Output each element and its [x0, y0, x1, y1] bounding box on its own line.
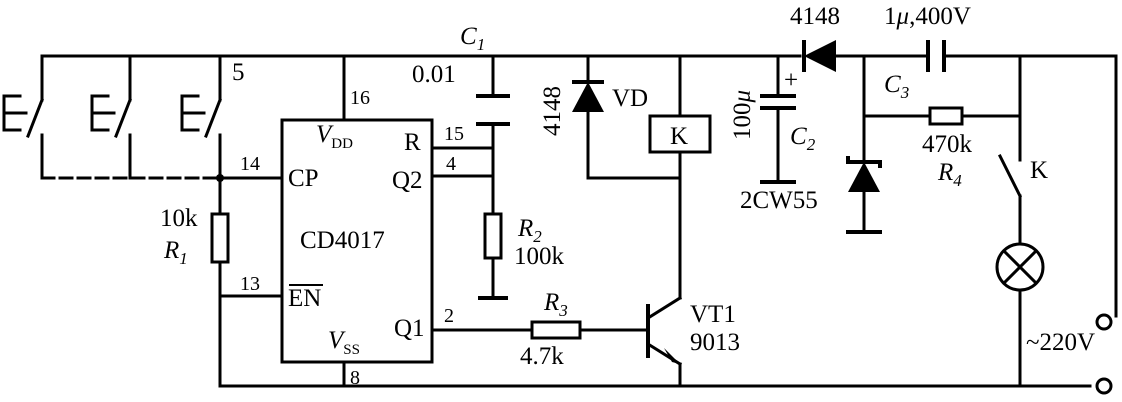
- ic-en: EN: [288, 285, 321, 312]
- resistor-r1: [210, 212, 230, 264]
- junction-dot: [216, 174, 224, 182]
- pin-4: 4: [446, 153, 456, 175]
- c2-value: 100μ: [729, 90, 756, 140]
- pin-15: 15: [444, 123, 464, 145]
- resistor-r4: [928, 106, 964, 126]
- relay-coil-k: [648, 114, 712, 154]
- c1-value: 0.01: [412, 61, 456, 88]
- pin-16: 16: [350, 87, 370, 109]
- diode-vd: [572, 80, 604, 120]
- ic-vdd: VDD: [316, 121, 353, 152]
- push-switch-1: [2, 94, 44, 138]
- push-switch-3: [180, 94, 222, 138]
- ic-cd4017: [280, 118, 434, 364]
- ic-q1: Q1: [394, 315, 425, 342]
- vt1-part: 9013: [690, 329, 740, 356]
- r2-label: R2: [517, 215, 542, 246]
- ic-cp: CP: [288, 165, 319, 192]
- lamp-icon: [995, 242, 1045, 292]
- pin-2: 2: [444, 305, 454, 327]
- push-switch-2: [90, 94, 132, 138]
- c3-value: 1μ,400V: [884, 3, 971, 30]
- r2-value: 100k: [514, 243, 565, 270]
- r1-label: R1: [163, 237, 188, 268]
- switch-label: 5: [232, 59, 245, 86]
- ic-name: CD4017: [300, 227, 385, 254]
- ac-terminal-top: [1095, 313, 1113, 331]
- c1-label: C1: [460, 23, 485, 54]
- pin-14: 14: [240, 153, 260, 175]
- contact-label: K: [1030, 157, 1048, 184]
- vd-label: VD: [612, 85, 648, 112]
- vt1-label: VT1: [690, 301, 736, 328]
- r4-label: R4: [937, 159, 962, 190]
- r1-value: 10k: [160, 205, 198, 232]
- c2-polarity: +: [784, 67, 798, 94]
- c3-label: C3: [884, 71, 909, 102]
- ic-vss: VSS: [328, 327, 360, 358]
- relay-contact-k: [997, 153, 1023, 199]
- ic-q2: Q2: [392, 167, 423, 194]
- pin-8: 8: [350, 367, 360, 389]
- transistor-vt1: [645, 295, 683, 367]
- zener-part: 2CW55: [740, 187, 818, 214]
- diode-4148-series: [802, 40, 836, 72]
- c2-label: C2: [790, 123, 816, 154]
- r4-value: 470k: [922, 131, 973, 158]
- vd-part: 4148: [539, 86, 566, 136]
- pin-13: 13: [240, 273, 260, 295]
- resistor-r2: [483, 212, 503, 260]
- ac-terminal-bottom: [1095, 377, 1113, 395]
- ic-r: R: [404, 129, 421, 156]
- relay-label: K: [670, 123, 688, 150]
- resistor-r3: [530, 320, 582, 340]
- r3-label: R3: [543, 289, 568, 320]
- d2-part: 4148: [790, 3, 840, 30]
- zener-diode-2cw55: [846, 156, 882, 192]
- wires: [40, 54, 1118, 388]
- supply-label: ~220V: [1026, 329, 1095, 356]
- r3-value: 4.7k: [520, 343, 564, 370]
